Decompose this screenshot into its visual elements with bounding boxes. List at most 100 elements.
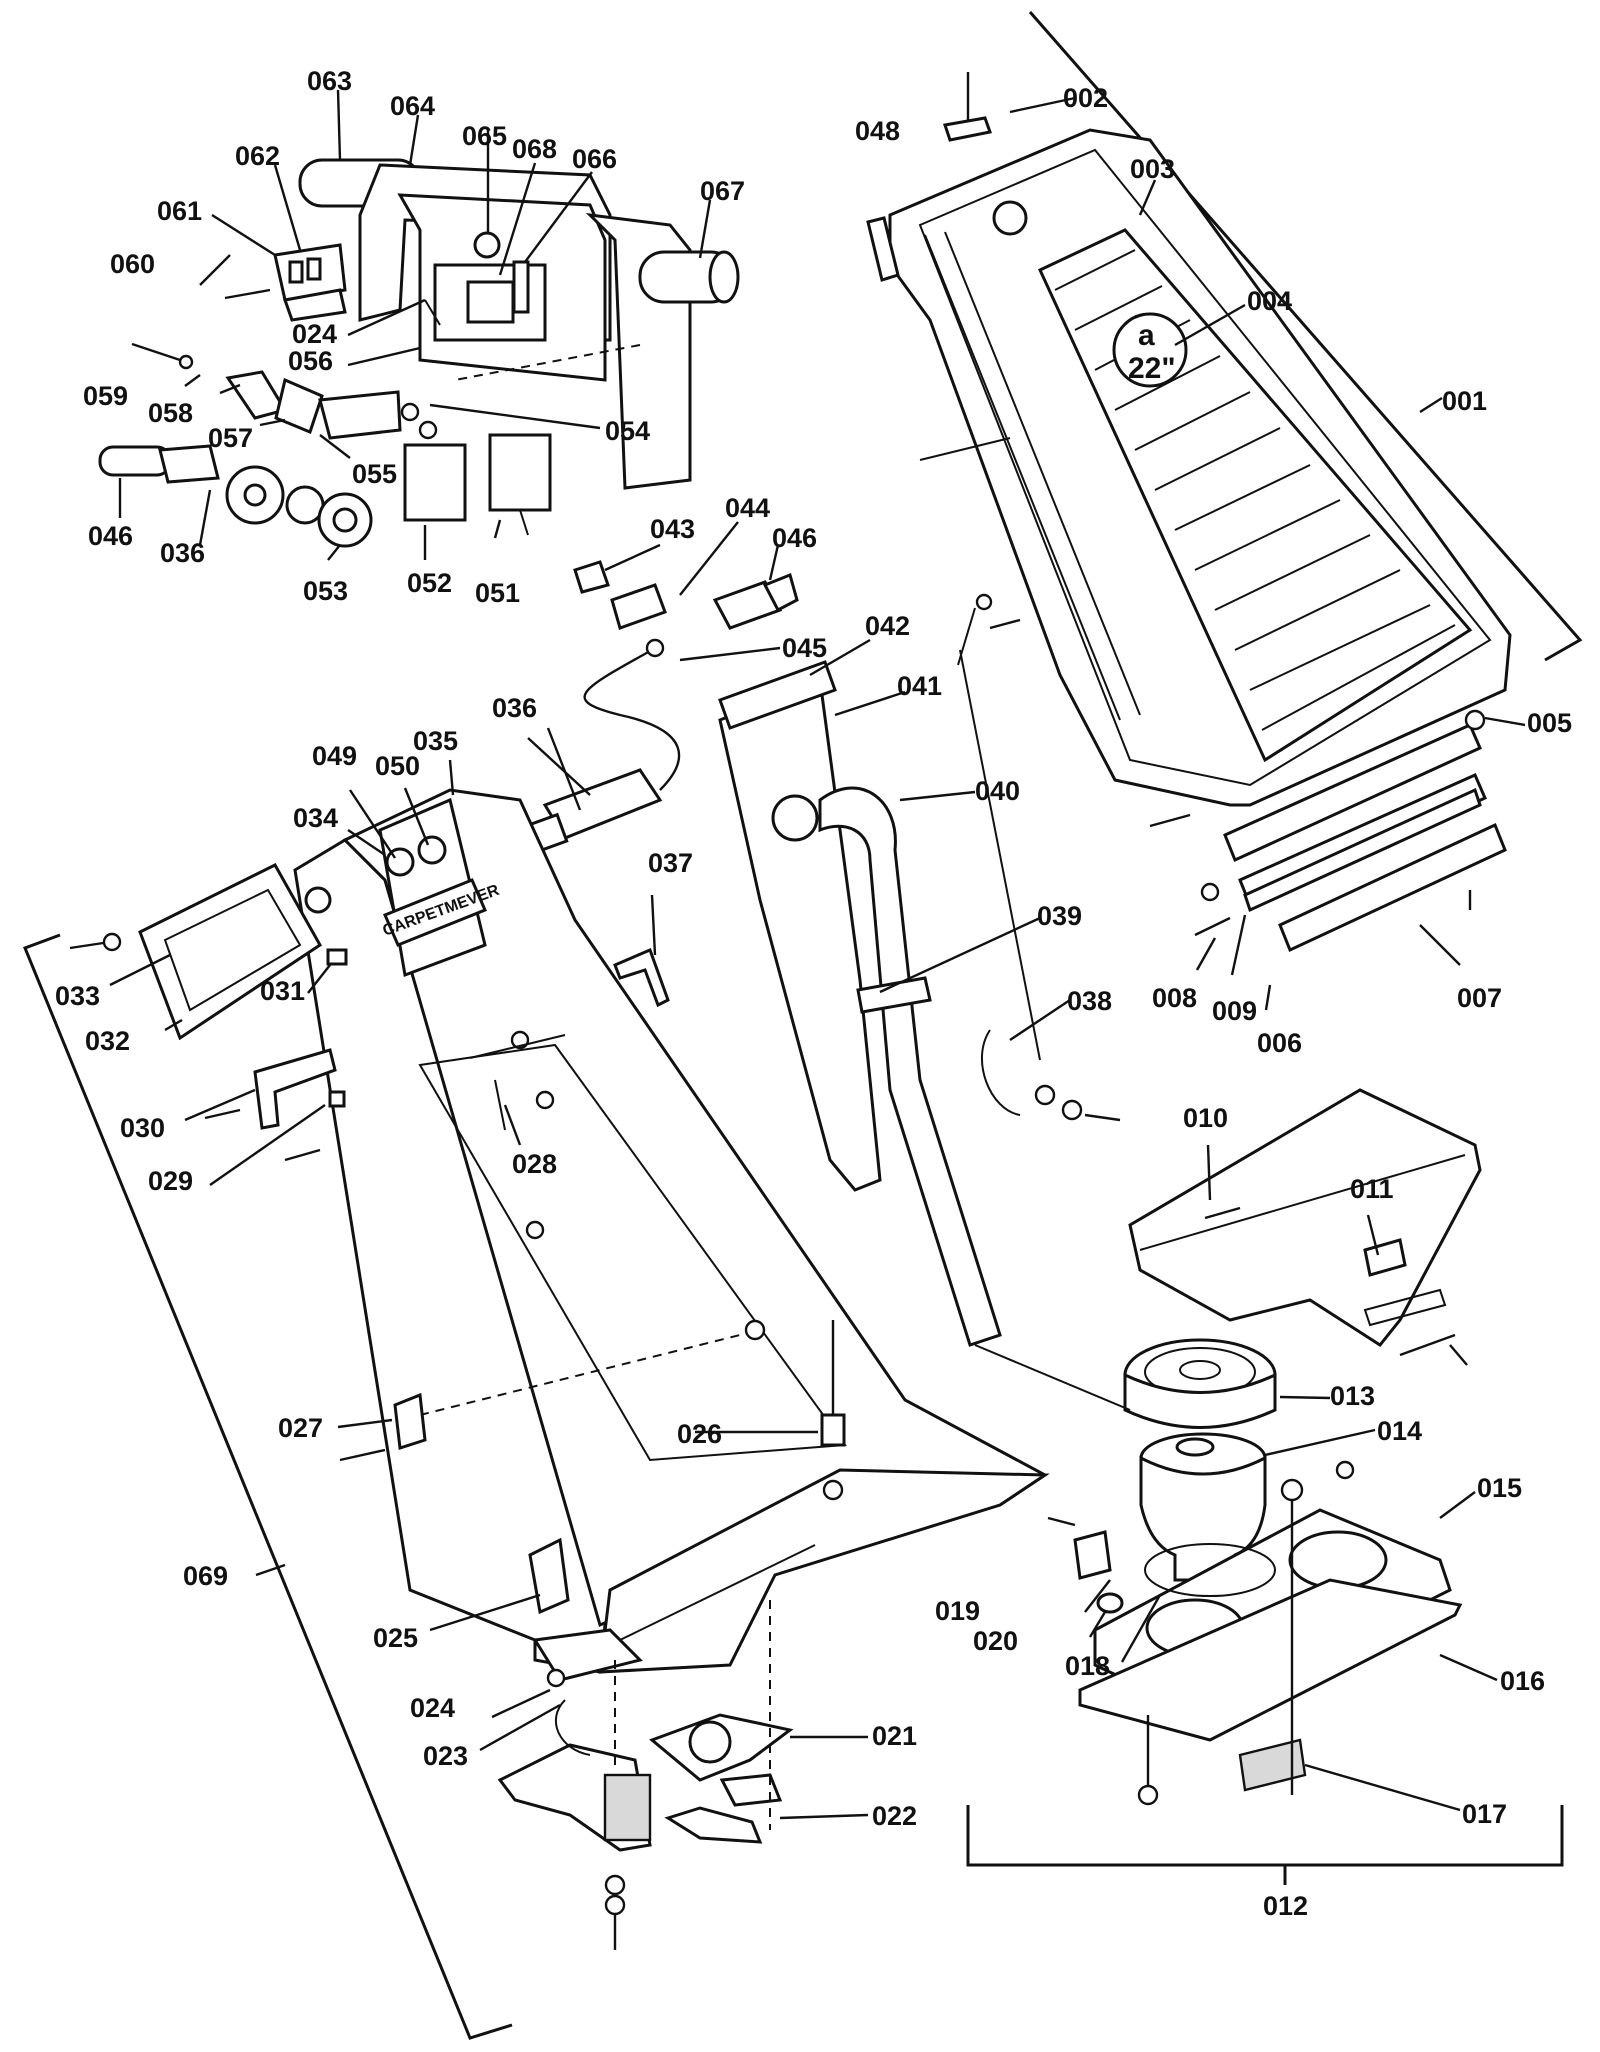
align-line-c bbox=[419, 1329, 761, 1416]
callout-055: 055 bbox=[352, 459, 397, 489]
duct-wire bbox=[959, 649, 1041, 1061]
motor-port bbox=[1175, 1437, 1215, 1457]
washer-038 bbox=[1034, 1084, 1056, 1106]
callout-050: 050 bbox=[375, 751, 420, 781]
plate-fold bbox=[1139, 1154, 1466, 1251]
cover-inner-rim bbox=[918, 148, 1492, 787]
gasket-016 bbox=[1078, 1578, 1463, 1742]
callout-058: 058 bbox=[148, 398, 193, 428]
callout-021: 021 bbox=[872, 1721, 917, 1751]
plate-assembly bbox=[1128, 1088, 1482, 1357]
callout-065: 065 bbox=[462, 121, 507, 151]
callout-011: 011 bbox=[1350, 1174, 1394, 1204]
align-line-b bbox=[919, 437, 1011, 461]
motor-nut bbox=[1335, 1460, 1355, 1480]
cable-clip-043 bbox=[573, 560, 610, 594]
shaft-end bbox=[708, 250, 740, 304]
screw-019 bbox=[1047, 1516, 1076, 1527]
link-022 bbox=[664, 1806, 763, 1844]
callout-061: 061 bbox=[157, 196, 202, 226]
filter-side bbox=[1123, 1372, 1277, 1429]
handle-hole bbox=[304, 886, 332, 914]
callout-036-upper: 036 bbox=[160, 538, 205, 568]
callout-038: 038 bbox=[1067, 986, 1112, 1016]
main-body: CARPETMEVER bbox=[69, 788, 1050, 1682]
callout-008: 008 bbox=[1152, 983, 1197, 1013]
hose-040 bbox=[818, 786, 1002, 1347]
callout-010: 010 bbox=[1183, 1103, 1228, 1133]
screw-060 bbox=[131, 342, 181, 362]
callout-009: 009 bbox=[1212, 996, 1257, 1026]
duct-panel-041 bbox=[718, 677, 882, 1192]
switch-terminal bbox=[288, 260, 304, 284]
callout-049: 049 bbox=[312, 741, 357, 771]
callout-005: 005 bbox=[1527, 708, 1572, 738]
washer-033 bbox=[102, 932, 122, 952]
wire-028 bbox=[469, 1034, 566, 1059]
cover-rail bbox=[924, 234, 1121, 721]
clip-028-b bbox=[535, 1090, 555, 1110]
callout-043: 043 bbox=[650, 514, 695, 544]
callout-labels: 001 002 003 004 005 006 007 008 009 010 … bbox=[55, 66, 1572, 1921]
terminal-017 bbox=[1238, 1738, 1307, 1792]
motor-group-012 bbox=[974, 1338, 1463, 1806]
callout-025: 025 bbox=[373, 1623, 418, 1653]
bracket-057 bbox=[274, 377, 324, 434]
duct-top-042 bbox=[718, 660, 837, 730]
plate-hole-b bbox=[1288, 1530, 1388, 1590]
align-line-d bbox=[974, 1344, 1131, 1411]
cable-clip-044 bbox=[610, 583, 667, 630]
bracket-068 bbox=[466, 280, 515, 324]
plate-slot bbox=[1363, 1288, 1447, 1327]
callout-023: 023 bbox=[423, 1741, 468, 1771]
callout-068: 068 bbox=[512, 134, 557, 164]
callout-017: 017 bbox=[1462, 1799, 1507, 1829]
callout-019: 019 bbox=[935, 1596, 980, 1626]
callout-007: 007 bbox=[1457, 983, 1502, 1013]
switch-terminal-2 bbox=[306, 257, 322, 281]
switch-065 bbox=[473, 231, 501, 259]
cover-plate-032 bbox=[138, 863, 322, 1041]
logo-badge bbox=[1112, 312, 1188, 388]
cover-tab bbox=[992, 200, 1028, 236]
nut-024 bbox=[546, 1668, 566, 1688]
callout-031: 031 bbox=[260, 976, 305, 1006]
cover-rail-2 bbox=[944, 231, 1141, 716]
base-plate bbox=[598, 1468, 1050, 1674]
callout-059: 059 bbox=[83, 381, 128, 411]
callout-042: 042 bbox=[865, 611, 910, 641]
callout-060: 060 bbox=[110, 249, 155, 279]
gasket-hole bbox=[688, 1720, 732, 1764]
screw-029 bbox=[284, 1148, 321, 1162]
bracket-001 bbox=[1028, 11, 1583, 662]
hinge-spring-008 bbox=[1194, 916, 1231, 937]
hinge-nut bbox=[1200, 882, 1220, 902]
cord-hose bbox=[583, 648, 681, 791]
callout-052: 052 bbox=[407, 568, 452, 598]
callout-057: 057 bbox=[208, 423, 253, 453]
screw-030 bbox=[204, 1108, 241, 1120]
relay-wire bbox=[519, 509, 529, 536]
callout-014: 014 bbox=[1377, 1416, 1422, 1446]
callout-006: 006 bbox=[1257, 1028, 1302, 1058]
plate-pin-008 bbox=[1399, 1333, 1456, 1357]
bracket-037 bbox=[613, 947, 670, 1008]
callout-066: 066 bbox=[572, 144, 617, 174]
strain-relief-036 bbox=[158, 444, 220, 484]
logo-size: 22" bbox=[1128, 352, 1176, 385]
motor-wire bbox=[424, 299, 441, 326]
clip-028-c bbox=[525, 1220, 545, 1240]
base-inner bbox=[619, 1544, 816, 1641]
cord-assembly bbox=[522, 560, 799, 855]
bracket-012 bbox=[966, 1805, 1564, 1867]
hinge-plate-009 bbox=[1243, 787, 1482, 913]
callout-051: 051 bbox=[475, 578, 520, 608]
bracket-030 bbox=[253, 1048, 337, 1130]
capacitor-052 bbox=[403, 443, 467, 522]
plug-tip bbox=[762, 572, 799, 613]
callout-024: 024 bbox=[410, 1693, 455, 1723]
fuse-066 bbox=[512, 260, 530, 314]
washer-060 bbox=[178, 354, 194, 370]
grommet-hole bbox=[243, 483, 267, 507]
